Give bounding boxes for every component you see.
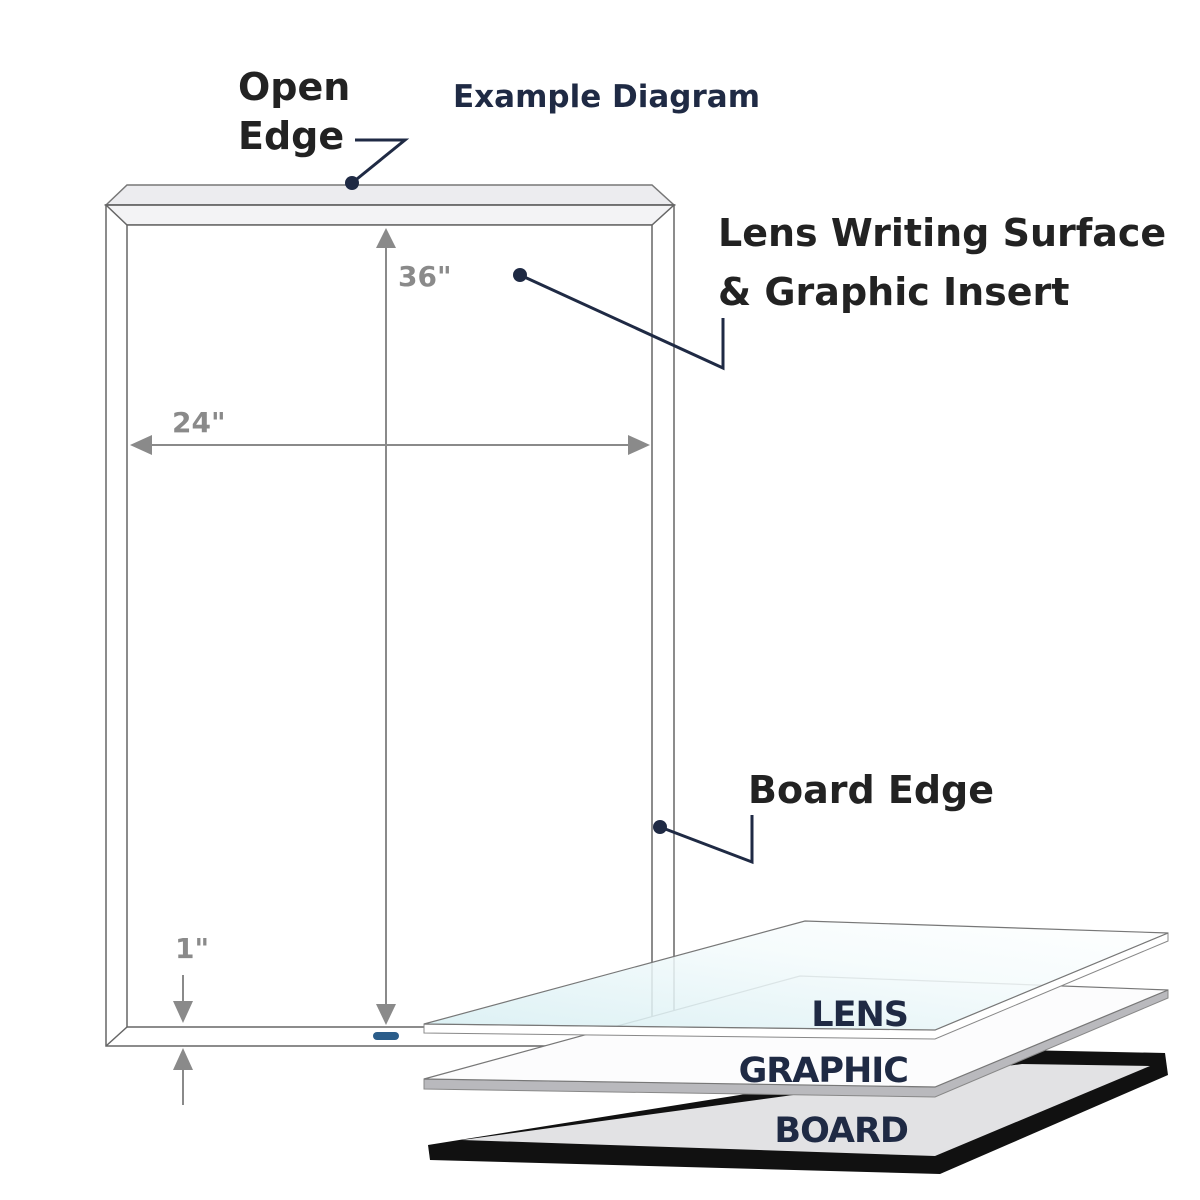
- open-edge-bevel: [104, 184, 676, 206]
- arrow-down-icon: [173, 1001, 193, 1023]
- arrow-left-icon: [130, 435, 152, 455]
- width-label: 24": [172, 406, 226, 439]
- brand-logo-icon: [373, 1032, 399, 1040]
- frame-inner: [126, 224, 653, 1028]
- callout-dot-icon: [345, 176, 359, 190]
- callout-dot-icon: [513, 268, 527, 282]
- board-layer: BOARD: [428, 1050, 1168, 1174]
- board-frame: [104, 184, 676, 1047]
- board-layer-label: BOARD: [774, 1111, 908, 1151]
- height-label: 36": [398, 260, 452, 293]
- diagram-title: Example Diagram: [453, 79, 760, 115]
- open-edge-label-line2: Edge: [238, 114, 344, 158]
- top-inner-bevel: [104, 204, 676, 226]
- lens-surface-label-line1: Lens Writing Surface: [718, 211, 1166, 255]
- arrow-down-icon: [376, 1004, 396, 1025]
- open-edge-label-line1: Open: [238, 65, 350, 109]
- graphic-layer-label: GRAPHIC: [739, 1051, 908, 1091]
- lens-surface-label-line2: & Graphic Insert: [718, 270, 1069, 314]
- lens-layer-label: LENS: [811, 995, 908, 1035]
- arrow-up-icon: [173, 1048, 193, 1070]
- border-label: 1": [175, 932, 209, 965]
- frame-outer: [105, 204, 675, 1047]
- lens-surface-callout: Lens Writing Surface & Graphic Insert: [513, 211, 1166, 371]
- border-dimension: 1": [173, 932, 209, 1105]
- callout-dot-icon: [653, 820, 667, 834]
- board-edge-callout: Board Edge: [653, 768, 994, 865]
- lens-layer: LENS: [423, 920, 1169, 1040]
- width-dimension: 24": [130, 406, 650, 455]
- board-edge-label: Board Edge: [748, 768, 994, 812]
- height-dimension: 36": [376, 228, 452, 1025]
- arrow-right-icon: [628, 435, 650, 455]
- open-edge-callout: Open Edge: [238, 65, 410, 190]
- arrow-up-icon: [376, 228, 396, 248]
